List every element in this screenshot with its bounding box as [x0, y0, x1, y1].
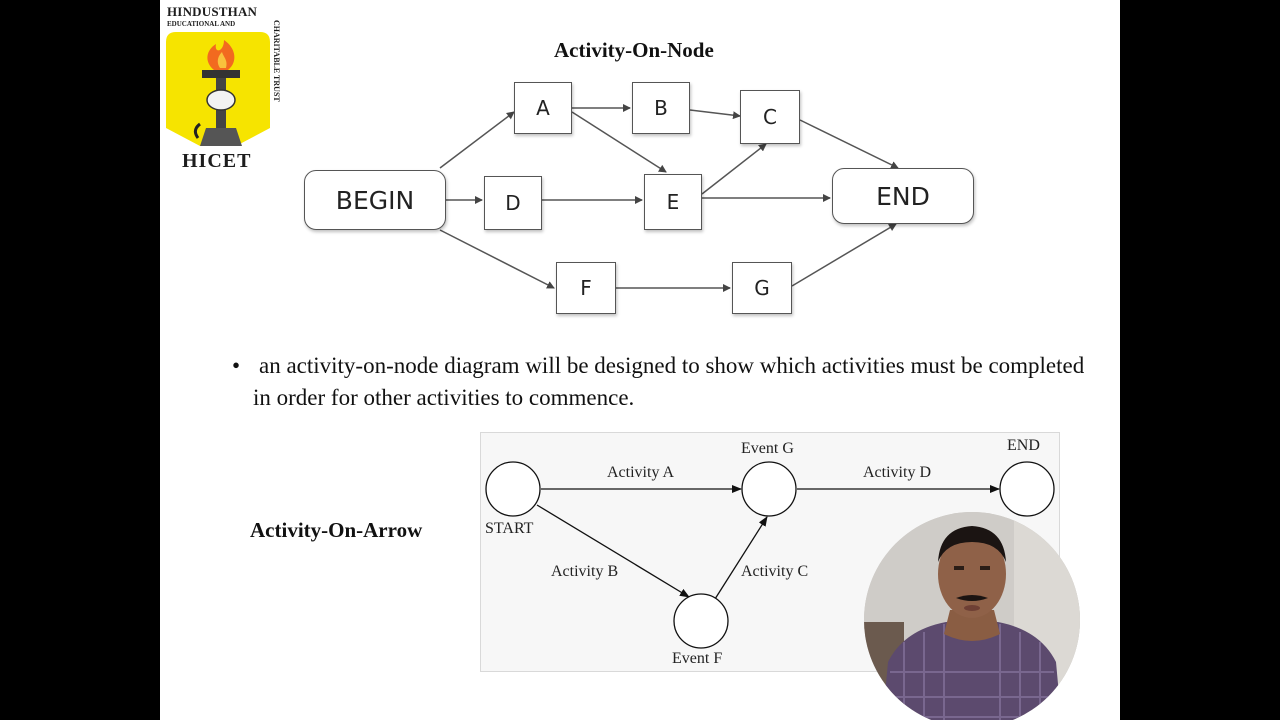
aoa-label-event-g: Event G — [741, 440, 794, 457]
aon-node-g: G — [732, 262, 792, 314]
presenter-webcam — [864, 512, 1080, 720]
aoa-event-end-circle — [999, 461, 1055, 517]
aoa-label-activity-d: Activity D — [863, 464, 931, 481]
edge-c-end — [799, 119, 899, 169]
edge-begin-f — [439, 229, 555, 289]
hicet-logo: HINDUSTHAN EDUCATIONAL AND CHARITABLE TR… — [166, 4, 292, 174]
aon-node-end: END — [832, 168, 974, 224]
aon-node-d: D — [484, 176, 542, 230]
aoa-arrow-b — [536, 504, 690, 598]
bullet-text: an activity-on-node diagram will be desi… — [253, 353, 1085, 410]
edge-a-e — [571, 111, 667, 173]
aoa-label-activity-c: Activity C — [741, 563, 809, 580]
edge-begin-a — [439, 111, 515, 169]
torch-emblem-icon — [166, 32, 270, 146]
edge-e-c — [701, 143, 767, 195]
aon-node-f: F — [556, 262, 616, 314]
aoa-edges — [485, 461, 1055, 649]
aon-node-a: A — [514, 82, 572, 134]
logo-abbreviation: HICET — [182, 150, 252, 172]
logo-subline: EDUCATIONAL AND — [167, 20, 236, 28]
aon-node-c: C — [740, 90, 800, 144]
aon-title: Activity-On-Node — [554, 38, 714, 62]
aoa-arrow-c — [714, 516, 768, 600]
aon-edges — [439, 104, 899, 292]
activity-on-node-diagram: BEGIN A B C D E END F G — [300, 78, 990, 318]
bullet-symbol: • — [232, 353, 241, 378]
aoa-label-activity-a: Activity A — [607, 464, 675, 481]
aoa-label-activity-b: Activity B — [551, 563, 619, 580]
edge-g-end — [791, 223, 897, 287]
aon-node-e: E — [644, 174, 702, 230]
slide: HINDUSTHAN EDUCATIONAL AND CHARITABLE TR… — [160, 0, 1120, 720]
bullet-point: • an activity-on-node diagram will be de… — [232, 350, 1092, 414]
edge-b-c — [689, 109, 741, 120]
aon-node-begin: BEGIN — [304, 170, 446, 230]
aoa-event-start-circle — [485, 461, 541, 517]
aoa-label-start: START — [485, 520, 534, 537]
aoa-label-end: END — [1007, 437, 1040, 454]
aoa-title: Activity-On-Arrow — [250, 518, 423, 542]
aoa-event-g-circle — [741, 461, 797, 517]
aoa-label-event-f: Event F — [672, 650, 723, 667]
presenter-video-icon — [864, 512, 1080, 720]
logo-name: HINDUSTHAN — [167, 4, 258, 19]
aon-node-b: B — [632, 82, 690, 134]
aoa-event-f-circle — [673, 593, 729, 649]
logo-trust: CHARITABLE TRUST — [272, 20, 281, 102]
